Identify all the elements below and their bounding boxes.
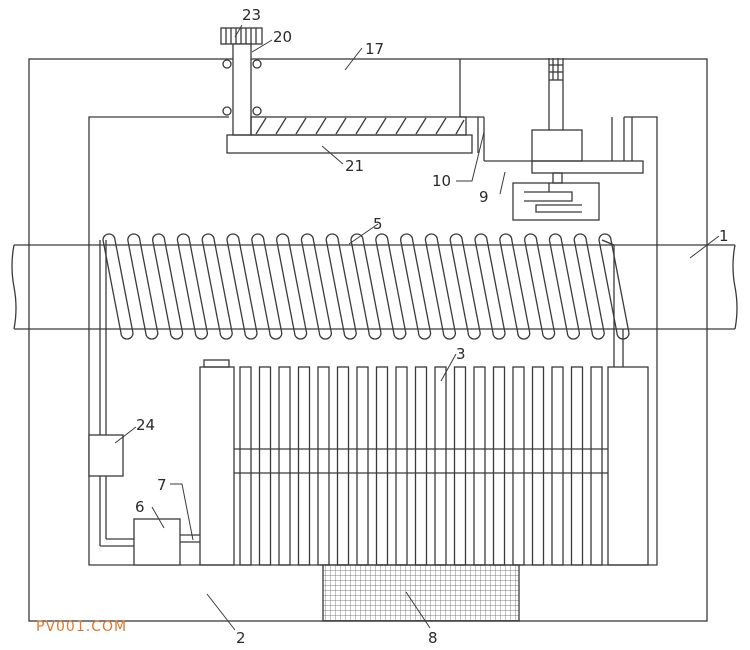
coil-turn: [325, 233, 357, 340]
label-7: 7: [157, 476, 167, 494]
fin: [297, 366, 311, 566]
coil-turn: [151, 233, 184, 340]
label-1: 1: [719, 227, 729, 245]
fin: [512, 366, 525, 566]
fin: [356, 366, 369, 566]
coolant-tube-right: [613, 245, 624, 367]
fin: [453, 366, 467, 566]
shaft: [222, 43, 262, 136]
label-21: 21: [345, 157, 364, 175]
fin: [395, 366, 408, 566]
coil-turn: [375, 233, 407, 340]
fin: [317, 366, 330, 566]
watermark: PV001.COM: [36, 619, 127, 635]
coil-turn: [424, 233, 457, 340]
leader-lines: [114, 24, 720, 631]
label-23: 23: [242, 6, 261, 24]
coil-turn: [474, 233, 506, 340]
coil-turn: [573, 233, 605, 340]
knob: [220, 27, 263, 45]
fin: [239, 366, 252, 566]
label-2: 2: [236, 629, 246, 647]
motor-assembly: [512, 117, 644, 221]
label-5: 5: [373, 215, 383, 233]
fin: [570, 366, 584, 566]
fin: [336, 366, 350, 566]
coil-turn: [251, 233, 283, 340]
coil-turn: [102, 233, 134, 340]
top-chamber: [459, 59, 484, 118]
coil-turn: [350, 233, 382, 340]
mesh-filter: [322, 564, 520, 622]
vertical-rod: [548, 58, 564, 130]
pipe: [11, 244, 738, 330]
bracket: [477, 117, 532, 162]
coil-turn: [127, 233, 159, 340]
label-8: 8: [428, 629, 438, 647]
coil-turn: [598, 233, 630, 340]
coil-turn: [548, 233, 581, 340]
label-24: 24: [136, 416, 155, 434]
label-17: 17: [365, 40, 384, 58]
fin: [278, 366, 291, 566]
coil-turn: [399, 233, 432, 340]
label-6: 6: [135, 498, 145, 516]
coil-turn: [523, 233, 556, 340]
fin: [258, 366, 272, 566]
fin: [531, 366, 545, 566]
coil-turn: [300, 233, 333, 340]
fin: [590, 366, 603, 566]
coil-turn: [499, 233, 531, 340]
coil: [99, 233, 630, 340]
fin: [434, 366, 447, 566]
coil-turn: [201, 233, 233, 340]
fin: [492, 366, 506, 566]
coil-turn: [449, 233, 481, 340]
fin: [375, 366, 389, 566]
coolant-tube-left: [99, 333, 200, 547]
fin: [473, 366, 486, 566]
coil-turn: [226, 233, 258, 340]
label-9: 9: [479, 188, 489, 206]
fin: [414, 366, 428, 566]
pump: [133, 518, 181, 566]
coil-turn: [176, 233, 209, 340]
callout-labels: 23 20 17 21 10 9 5 1 3 24 7 6 8 2: [135, 6, 729, 647]
coil-turn: [275, 233, 308, 340]
label-3: 3: [456, 345, 466, 363]
label-20: 20: [273, 28, 292, 46]
fin: [551, 366, 564, 566]
cooling-fins: [199, 359, 649, 566]
screw-plate: [226, 116, 473, 154]
label-10: 10: [432, 172, 451, 190]
